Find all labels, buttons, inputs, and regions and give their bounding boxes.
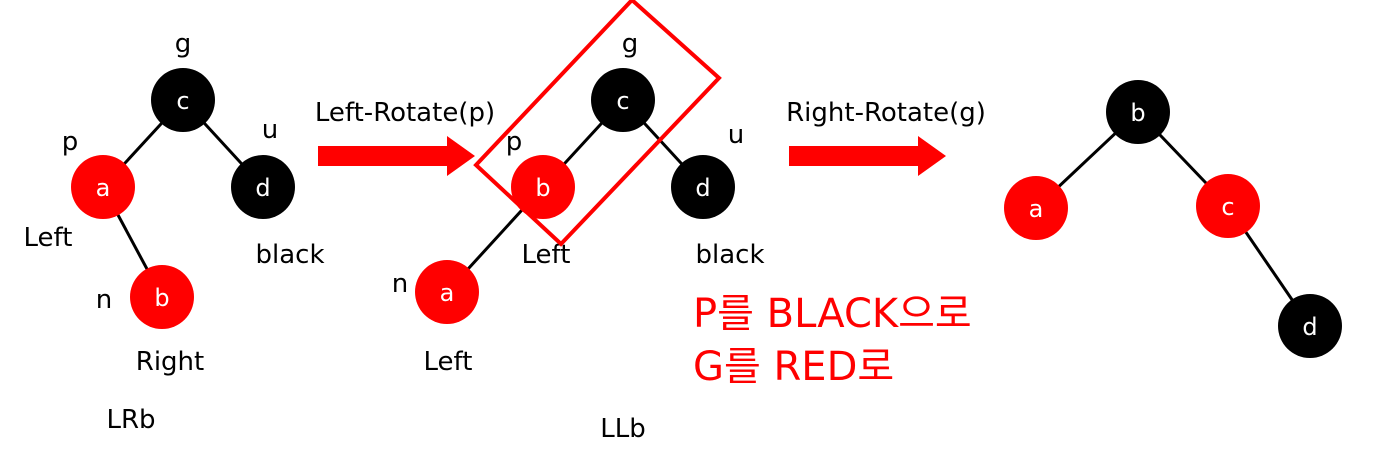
tree1-node-a: a [71, 155, 135, 219]
recolor-notes: P를 BLACK으로 G를 RED로 [693, 291, 972, 390]
tree2-node-d: d [671, 155, 735, 219]
tree1-label-u: u [262, 115, 278, 145]
tree1-label-left: Left [24, 223, 73, 253]
tree1-label-p: p [62, 127, 79, 157]
tree2-label-g: g [622, 29, 639, 59]
tree-2: c b d a g p u n Left black Left LLb [392, 0, 765, 444]
note-line-2: G를 RED로 [693, 344, 894, 390]
tree1-label-black: black [255, 240, 324, 270]
left-rotate-label: Left-Rotate(p) [315, 98, 495, 128]
tree3-node-d: d [1278, 294, 1342, 358]
note-line-1: P를 BLACK으로 [693, 291, 972, 337]
tree2-label-black: black [695, 240, 764, 270]
step-2: Right-Rotate(g) [786, 98, 986, 176]
tree3-node-b: b [1106, 80, 1170, 144]
tree2-label-p: p [506, 127, 523, 157]
tree3-node-a: a [1004, 176, 1068, 240]
tree2-node-a-label: a [440, 279, 455, 307]
tree1-node-a-label: a [96, 174, 111, 202]
tree1-label-g: g [175, 29, 192, 59]
tree1-label-right: Right [136, 347, 204, 377]
right-rotate-arrow [789, 136, 946, 176]
tree-3: b a c d [1004, 80, 1342, 358]
tree3-node-b-label: b [1130, 99, 1145, 127]
tree1-label-case: LRb [106, 405, 155, 435]
tree2-node-d-label: d [695, 174, 710, 202]
tree3-node-d-label: d [1302, 313, 1317, 341]
tree2-label-u: u [728, 120, 744, 150]
tree2-label-left-bottom: Left [424, 347, 473, 377]
tree1-node-d-label: d [255, 174, 270, 202]
step-1: Left-Rotate(p) [315, 98, 495, 176]
tree1-node-c-label: c [176, 87, 189, 115]
tree2-node-b: b [511, 155, 575, 219]
tree3-node-c-label: c [1221, 193, 1234, 221]
tree3-node-c: c [1196, 174, 1260, 238]
tree1-node-d: d [231, 155, 295, 219]
tree2-node-c-label: c [616, 87, 629, 115]
tree1-node-b: b [130, 265, 194, 329]
tree2-label-n: n [392, 269, 408, 299]
left-rotate-arrow [318, 136, 475, 176]
tree2-node-c: c [591, 68, 655, 132]
right-rotate-label: Right-Rotate(g) [786, 98, 986, 128]
tree-1: c a d b g p u n Left black Right LRb [24, 29, 325, 435]
rotation-highlight-box [473, 0, 722, 247]
tree1-node-c: c [151, 68, 215, 132]
tree1-node-b-label: b [154, 284, 169, 312]
tree1-label-n: n [96, 285, 112, 315]
tree2-label-case: LLb [600, 414, 645, 444]
tree2-node-a: a [415, 260, 479, 324]
tree2-node-b-label: b [535, 174, 550, 202]
tree3-node-a-label: a [1029, 195, 1044, 223]
